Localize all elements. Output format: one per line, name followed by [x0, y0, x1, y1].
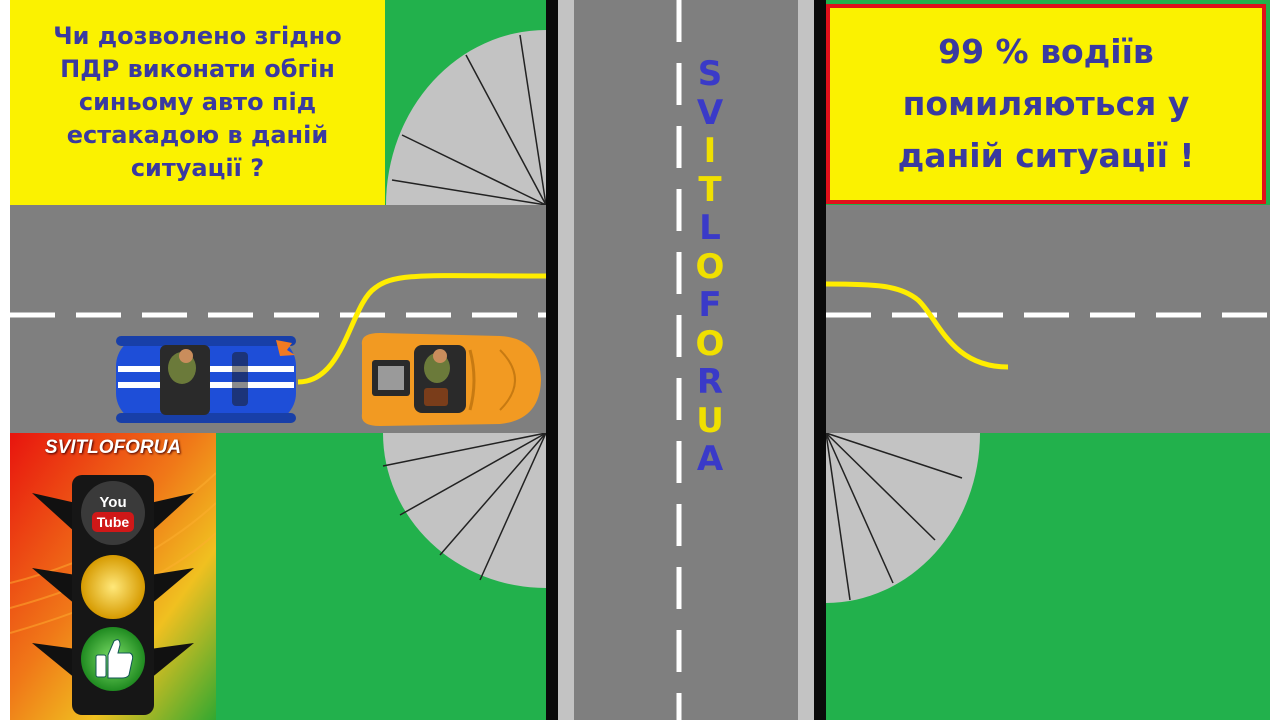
- traffic-light-icon: You Tube: [10, 433, 216, 720]
- sidewalk-bottom-left: [382, 432, 547, 588]
- watermark-letter: I: [703, 131, 717, 171]
- overpass-edge-left: [546, 0, 558, 720]
- overtake-path-left: [297, 273, 547, 385]
- watermark-letter: O: [695, 323, 725, 364]
- watermark-letter: R: [696, 362, 724, 402]
- youtube-you-label: You: [99, 494, 126, 511]
- overpass-road: [574, 0, 798, 720]
- orange-car: [361, 333, 541, 426]
- road-right: [826, 205, 1270, 433]
- overpass-curb-right: [798, 0, 814, 720]
- thumbs-up-icon: [95, 639, 134, 679]
- sidewalk-bottom-right: [825, 432, 980, 603]
- warning-text: 99 % водіїв помиляються у даній ситуації…: [897, 32, 1195, 175]
- blue-car: [116, 336, 296, 423]
- overtake-path-right: [825, 281, 1009, 370]
- watermark-letter: O: [695, 246, 725, 287]
- watermark-letter: S: [697, 54, 723, 94]
- watermark-letter: V: [696, 92, 724, 133]
- watermark-letter: T: [698, 169, 722, 210]
- youtube-icon: You Tube: [92, 494, 134, 532]
- question-text: Чи дозволено згідно ПДР виконати обгін с…: [53, 22, 342, 182]
- logo-title: SVITLOFORUA: [44, 437, 182, 458]
- watermark-letter: F: [698, 285, 722, 325]
- overpass-edge-right: [814, 0, 826, 720]
- channel-logo[interactable]: You Tube SVITLOFORUA: [10, 433, 216, 720]
- watermark-letter: A: [696, 439, 724, 479]
- youtube-tube-label: Tube: [97, 514, 130, 530]
- overpass-curb-left: [558, 0, 574, 720]
- question-box: Чи дозволено згідно ПДР виконати обгін с…: [10, 0, 385, 205]
- watermark-letter: L: [699, 208, 721, 248]
- sidewalk-top-left: [386, 30, 547, 206]
- watermark-letter: U: [696, 400, 724, 441]
- warning-box: 99 % водіїв помиляються у даній ситуації…: [826, 4, 1266, 204]
